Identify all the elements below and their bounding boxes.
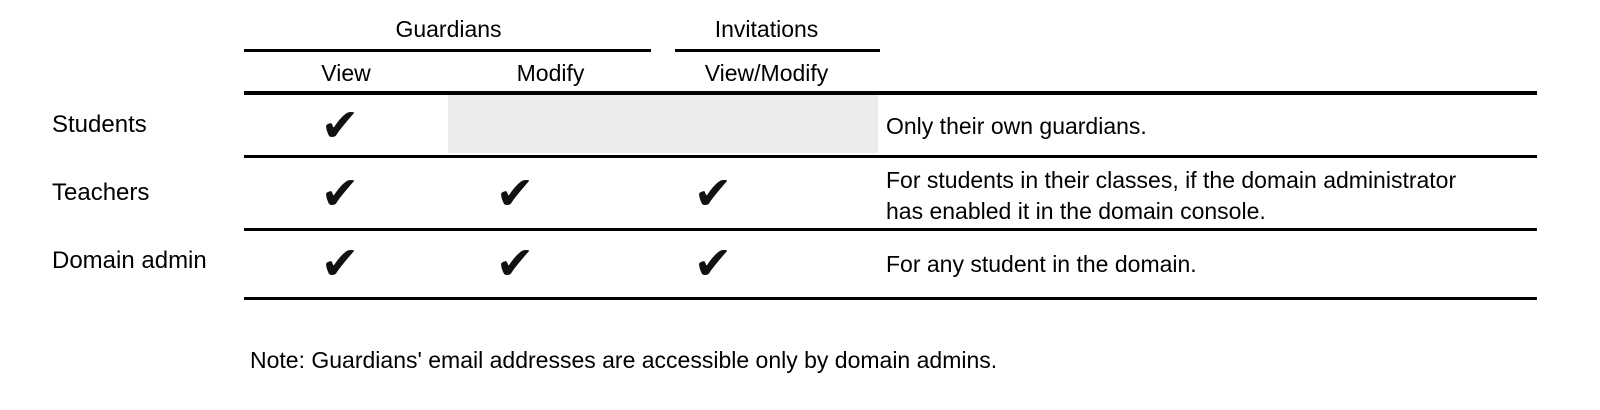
check-icon: ✔ <box>320 98 360 152</box>
check-icon: ✔ <box>320 166 360 220</box>
row-label-teachers: Teachers <box>52 179 150 206</box>
header-bottom-rule <box>244 91 1537 95</box>
check-icon: ✔ <box>320 236 360 290</box>
note-teachers: For students in their classes, if the do… <box>886 165 1456 227</box>
check-icon: ✔ <box>495 236 535 290</box>
invitations-underline <box>675 49 880 52</box>
note-line: For any student in the domain. <box>886 251 1197 277</box>
row-rule <box>244 155 1537 158</box>
check-icon: ✔ <box>693 166 733 220</box>
note-line: For students in their classes, if the do… <box>886 167 1457 193</box>
note-line: Only their own guardians. <box>886 113 1147 139</box>
note-students: Only their own guardians. <box>886 111 1147 142</box>
column-header-modify: Modify <box>516 60 585 86</box>
note-domain-admin: For any student in the domain. <box>886 249 1197 280</box>
row-rule <box>244 228 1537 231</box>
students-disabled-cells <box>448 95 878 153</box>
note-line: has enabled it in the domain console. <box>886 198 1266 224</box>
row-label-domain-admin: Domain admin <box>52 247 207 274</box>
column-group-guardians: Guardians <box>395 16 502 42</box>
column-header-view-modify: View/Modify <box>704 60 829 86</box>
footnote: Note: Guardians' email addresses are acc… <box>250 347 998 373</box>
column-group-invitations: Invitations <box>714 16 819 42</box>
check-icon: ✔ <box>693 236 733 290</box>
check-icon: ✔ <box>495 166 535 220</box>
guardians-underline <box>244 49 651 52</box>
row-label-students: Students <box>52 111 147 138</box>
table-bottom-rule <box>244 297 1537 300</box>
column-header-view: View <box>321 60 371 86</box>
